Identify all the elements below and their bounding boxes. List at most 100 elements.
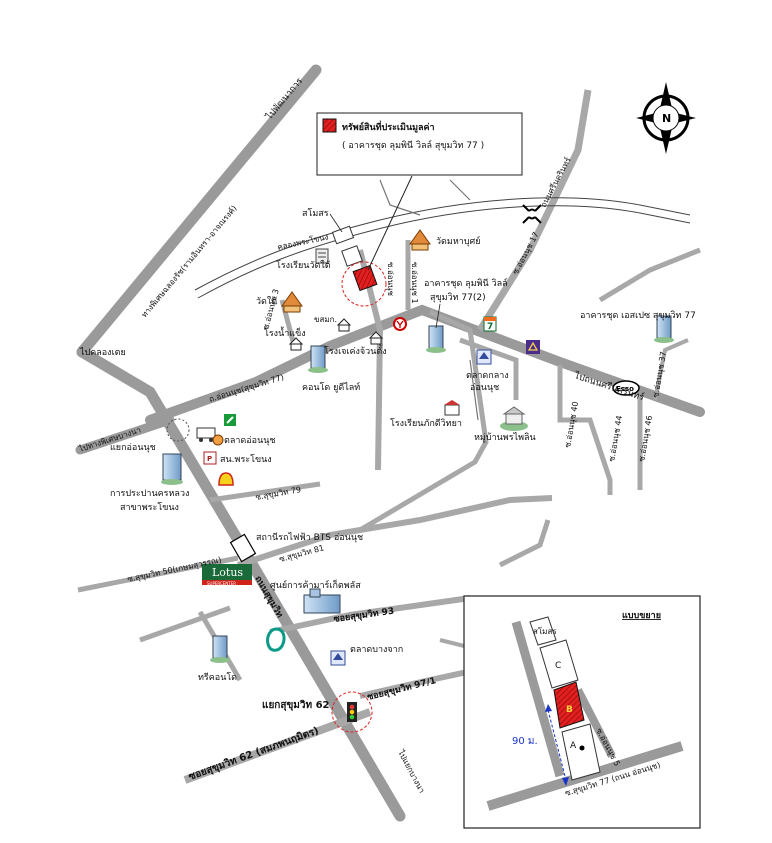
road-label-soi-on-nut-17: ซ.อ่อนนุช 17: [511, 231, 541, 276]
place-label-school-pakdi: โรงเรียนภักดีวิทยา: [390, 418, 462, 429]
inset-detail-map: แบบขยาย สโมสร C B A 90 ม. ซ.สุขุมวิท 77 …: [463, 595, 701, 829]
place-label-wat-school: โรงเรียนวัดใต้: [276, 260, 331, 271]
building-icon: [308, 345, 328, 373]
legend-box: ทรัพย์สินที่ประเมินมูลค่า ( อาคารชุด ลุม…: [316, 112, 523, 176]
inset-lot-a: [561, 723, 601, 781]
place-label-sleep-factory: โรงเจเค่งจ้วนตั้ง: [324, 344, 387, 357]
road-label-soi-on-nut-40: ซ.อ่อนนุช 40: [563, 401, 580, 449]
road-label-on-nut-road: ถ.อ่อนนุช(สุขุมวิท 77): [208, 373, 285, 404]
market-icon: [212, 434, 224, 446]
expressway-road: [76, 64, 322, 358]
place-label-mea-2: สาขาพระโขนง: [120, 502, 179, 513]
place-label-tesco-center: ศูนย์การค้ามาร์เก็ตพลัส: [270, 578, 361, 591]
branch-road: [358, 309, 489, 533]
place-label-mea: การประปานครหลวง: [110, 489, 189, 499]
house-icon: [368, 331, 384, 345]
market-icon: [476, 349, 492, 365]
inset-lot-c: [539, 639, 579, 689]
temple-icon: [281, 291, 303, 313]
shell-icon: [218, 472, 234, 486]
svg-text:Lotus: Lotus: [212, 566, 243, 579]
lotus-logo: Lotus SUPERCENTER: [202, 564, 252, 586]
police-sign-icon: [393, 317, 407, 331]
place-label-kotr: ขสมก.: [314, 315, 337, 324]
svg-text:7: 7: [487, 322, 493, 332]
place-label-wat-mahabut: วัดมหาบุศย์: [436, 235, 481, 247]
seven-eleven-icon: 7: [483, 316, 497, 332]
place-label-bts: สถานีรถไฟฟ้า BTS อ่อนนุช: [256, 532, 363, 543]
road-label-soi-on-nut: ซ.อ่อนนุช: [386, 262, 395, 297]
bts-station-icon: [229, 533, 257, 563]
svg-text:P: P: [207, 455, 212, 463]
soi-sukhumvit-81-road: [237, 495, 553, 568]
branch-road: [459, 337, 519, 400]
compass-letter: N: [662, 112, 671, 125]
bangna-expressway-road: [75, 415, 175, 455]
branch-road: [139, 605, 231, 643]
place-labels: สโมสร โรงเรียนวัดใต้ วัดมหาบุศย์ วัดใต้ …: [110, 208, 696, 711]
road-label-soi-on-nut-44: ซ.อ่อนนุช 44: [607, 415, 624, 463]
junction-highlight-circle: [331, 691, 373, 733]
road-label-soi-sukhumvit-62: ซอยสุขุมวิท 62 (สมภพนฤมิตร): [187, 724, 320, 782]
road-label-soi-sukhumvit-97-1: ซอยสุขุมวิท 97/1: [366, 675, 437, 703]
inset-label-c: C: [555, 661, 561, 671]
building-icon: [161, 453, 183, 485]
side-road: [469, 359, 479, 421]
inset-lot-b: [553, 681, 585, 729]
road-label-to-khlong-toei: ไปคลองเตย: [79, 347, 126, 358]
legend-title: ทรัพย์สินที่ประเมินมูลค่า: [342, 120, 435, 133]
place-label-talad-on-nut: ตลาดอ่อนนุช: [224, 436, 275, 446]
soi-on-nut-17-road: [477, 89, 592, 332]
legend-pointer-line: [367, 175, 413, 271]
temple-icon: [409, 229, 431, 251]
building-icon: [654, 315, 674, 343]
building-icon: [210, 635, 230, 663]
svg-text:SUPERCENTER: SUPERCENTER: [207, 581, 236, 586]
place-label-on-nut-junction: แยกอ่อนนุช: [110, 443, 156, 453]
place-label-on-nut-market: ตลาดกลาง: [466, 371, 509, 381]
place-label-on-nut-market-2: อ่อนนุช: [470, 383, 499, 393]
road-label-soi-sukhumvit-93: ซอยสุขุมวิท 93: [333, 606, 395, 625]
samosorn-building: [331, 225, 355, 245]
on-nut-road: [145, 304, 705, 425]
inset-distance-arrow: [547, 709, 567, 781]
market-cart-icon: [196, 427, 216, 442]
place-label-lumpini-ville-2: สุขุมวิท 77(2): [430, 292, 486, 303]
compass-north-icon: N: [636, 82, 696, 154]
right-road: [598, 247, 701, 303]
place-label-condo-space: อาคารชุด เอสเปซ สุขุมวิท 77: [580, 310, 696, 321]
place-label-police: สน.พระโขนง: [220, 454, 272, 465]
inset-label-samosorn: สโมสร: [533, 626, 557, 636]
soi-sukhumvit-93-road: [269, 595, 471, 635]
sukhumvit-road: [76, 346, 406, 822]
svg-text:Esso: Esso: [616, 385, 634, 393]
legend-swatch: [322, 118, 337, 133]
lower-right-road: [498, 519, 551, 568]
inset-side-road: [511, 620, 565, 778]
on-nut-junction-marker: [166, 418, 190, 442]
police-station-icon: P: [203, 451, 217, 465]
soi-sukhumvit-62-road: [183, 708, 372, 784]
place-label-ice-factory: โรงน้ำแข็ง: [264, 326, 306, 339]
inset-label-b: B: [566, 705, 573, 715]
place-label-bang-chak-market: ตลาดบางจาก: [350, 645, 403, 655]
place-label-condo-ulight: คอนโด ยูดีไลท์: [302, 381, 360, 393]
soi-on-nut-40-road: [557, 365, 613, 495]
building-icon: [426, 325, 446, 353]
traffic-light-icon: [347, 702, 357, 722]
inset-label-a: A: [570, 741, 577, 751]
bank-icon: [224, 414, 236, 426]
house-icon: [336, 318, 352, 332]
place-label-sukhumvit-62-junction: แยกสุขุมวิท 62: [262, 699, 330, 711]
khlong-phra-khanong: [197, 205, 691, 299]
place-label-village-phrompan: หมู่บ้านพรไพลิน: [474, 432, 536, 443]
shopping-center-icon: [303, 588, 341, 614]
khlong-phra-khanong: [194, 197, 691, 291]
subject-highlight-circle: [341, 261, 387, 307]
road-label-soi-on-nut-1: ซ.อ่อนนุช 1: [410, 262, 419, 304]
place-label-tri-condo: ทรีคอนโด: [198, 672, 237, 683]
inset-title: แบบขยาย: [622, 611, 661, 621]
top-road: [449, 179, 471, 201]
road-label-to-bang-na: ไปแยกบางนา: [396, 748, 427, 795]
